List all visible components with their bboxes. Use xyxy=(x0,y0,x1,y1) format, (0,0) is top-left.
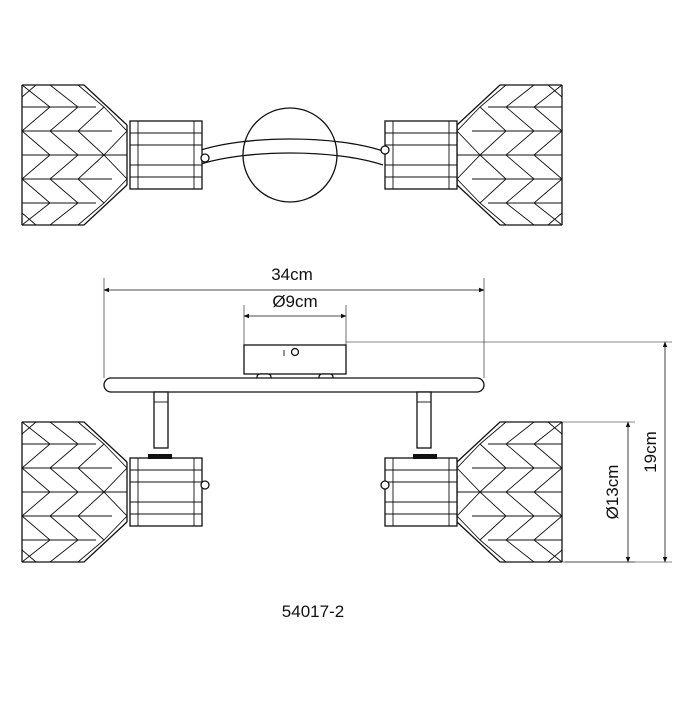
front-left-shade xyxy=(21,421,128,563)
top-right-socket xyxy=(384,120,458,190)
shade-diameter-label: Ø13cm xyxy=(603,465,622,520)
top-right-shade xyxy=(456,84,563,226)
top-left-socket xyxy=(129,120,203,190)
front-right-shade xyxy=(456,421,563,563)
height-dimension: 19cm xyxy=(346,341,672,563)
front-right-socket xyxy=(384,457,458,527)
base-diameter-label: Ø9cm xyxy=(272,292,317,311)
top-arm xyxy=(197,138,384,152)
shade-diameter-dimension: Ø13cm xyxy=(520,421,635,563)
front-left-socket xyxy=(129,457,203,527)
top-view xyxy=(21,84,563,226)
front-bar xyxy=(103,377,485,393)
top-left-shade xyxy=(21,84,128,226)
width-dimension: 34cm xyxy=(103,265,485,378)
base-diameter-dimension: Ø9cm xyxy=(243,292,347,345)
width-label: 34cm xyxy=(271,265,313,284)
front-view xyxy=(21,344,563,563)
top-base-circle xyxy=(242,107,338,203)
front-right-stem xyxy=(416,391,432,449)
front-left-stem xyxy=(153,391,169,449)
height-label: 19cm xyxy=(641,431,660,473)
model-number: 54017-2 xyxy=(282,602,344,621)
